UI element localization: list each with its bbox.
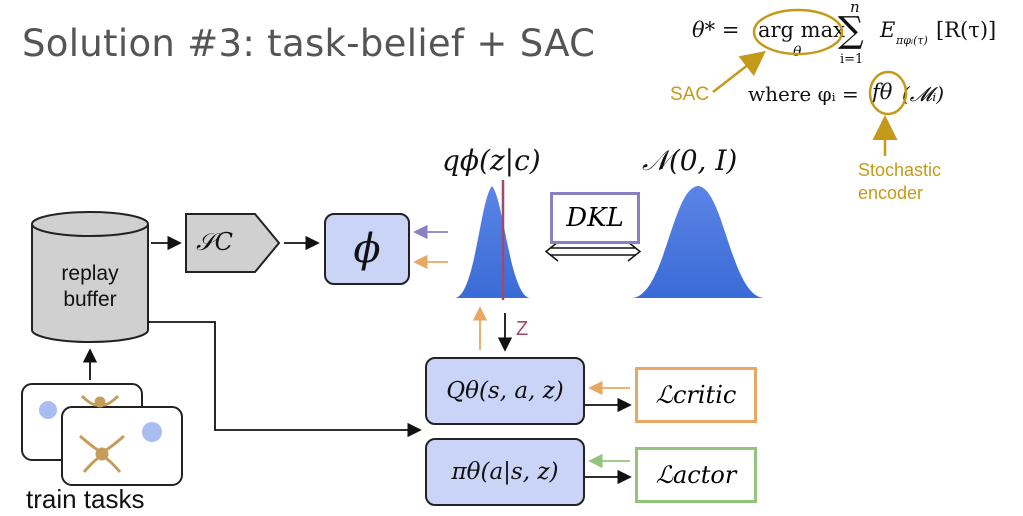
argmax-highlight bbox=[752, 8, 844, 56]
slide-title: Solution #3: task-belief + SAC bbox=[22, 22, 596, 65]
equation-sum-top: n bbox=[850, 0, 860, 16]
equation-sum-bottom: i=1 bbox=[840, 52, 864, 67]
train-tasks-label: train tasks bbox=[26, 484, 145, 514]
f-theta-highlight bbox=[868, 70, 908, 116]
equation-f-theta: fθ bbox=[872, 80, 893, 104]
arrow-buffer-to-critic bbox=[148, 321, 422, 438]
equation-argmax-sub: θ bbox=[793, 44, 802, 60]
replay-buffer-label-line2: buffer bbox=[63, 288, 117, 311]
sac-annotation: SAC bbox=[670, 84, 710, 105]
stochastic-encoder-annotation-line1: Stochastic bbox=[858, 160, 942, 180]
prior-distribution bbox=[632, 186, 764, 298]
equation-lhs: θ* = bbox=[692, 18, 740, 42]
equation-expectation-sub: πφᵢ(τ) bbox=[896, 34, 928, 47]
equation-expectation: E bbox=[880, 18, 896, 42]
actor-label: πθ(a|s, z) bbox=[451, 459, 559, 485]
ant-robot-icon-back bbox=[80, 394, 120, 408]
ant-robot-icon-front bbox=[79, 434, 125, 473]
actor-loss-box: ℒactor bbox=[635, 447, 757, 503]
prior-label: 𝒩(0, I) bbox=[642, 144, 738, 177]
critic-label: Qθ(s, a, z) bbox=[446, 378, 564, 404]
encoder-label: ϕ bbox=[353, 226, 381, 272]
kl-double-arrow bbox=[544, 241, 642, 262]
equation-where: where φᵢ = bbox=[748, 82, 859, 106]
critic-box: Qθ(s, a, z) bbox=[425, 357, 585, 425]
context-sampler-label: 𝒮C bbox=[196, 228, 233, 256]
actor-box: πθ(a|s, z) bbox=[425, 438, 585, 506]
posterior-label: qϕ(z|c) bbox=[442, 144, 541, 177]
stochastic-encoder-annotation-line2: encoder bbox=[858, 183, 924, 203]
critic-loss-box: ℒcritic bbox=[635, 367, 757, 423]
encoder-box: ϕ bbox=[324, 213, 410, 285]
actor-loss-label: ℒactor bbox=[655, 461, 737, 489]
equation-reward: [R(τ)] bbox=[936, 18, 997, 42]
posterior-distribution bbox=[455, 186, 530, 298]
equation-m-i: (𝓜ᵢ) bbox=[902, 82, 945, 106]
context-sampler-shape bbox=[185, 213, 281, 273]
replay-buffer-label-line1: replay bbox=[61, 262, 119, 285]
replay-buffer-cylinder bbox=[31, 211, 149, 343]
latent-z-label: Z bbox=[516, 318, 529, 340]
sac-pointer-arrow bbox=[712, 50, 766, 93]
equation-argmax: arg max bbox=[758, 18, 845, 42]
train-task-card-front bbox=[61, 406, 183, 486]
kl-divergence-label: DKL bbox=[566, 203, 624, 233]
kl-divergence-box: DKL bbox=[550, 192, 640, 244]
critic-loss-label: ℒcritic bbox=[655, 381, 737, 409]
